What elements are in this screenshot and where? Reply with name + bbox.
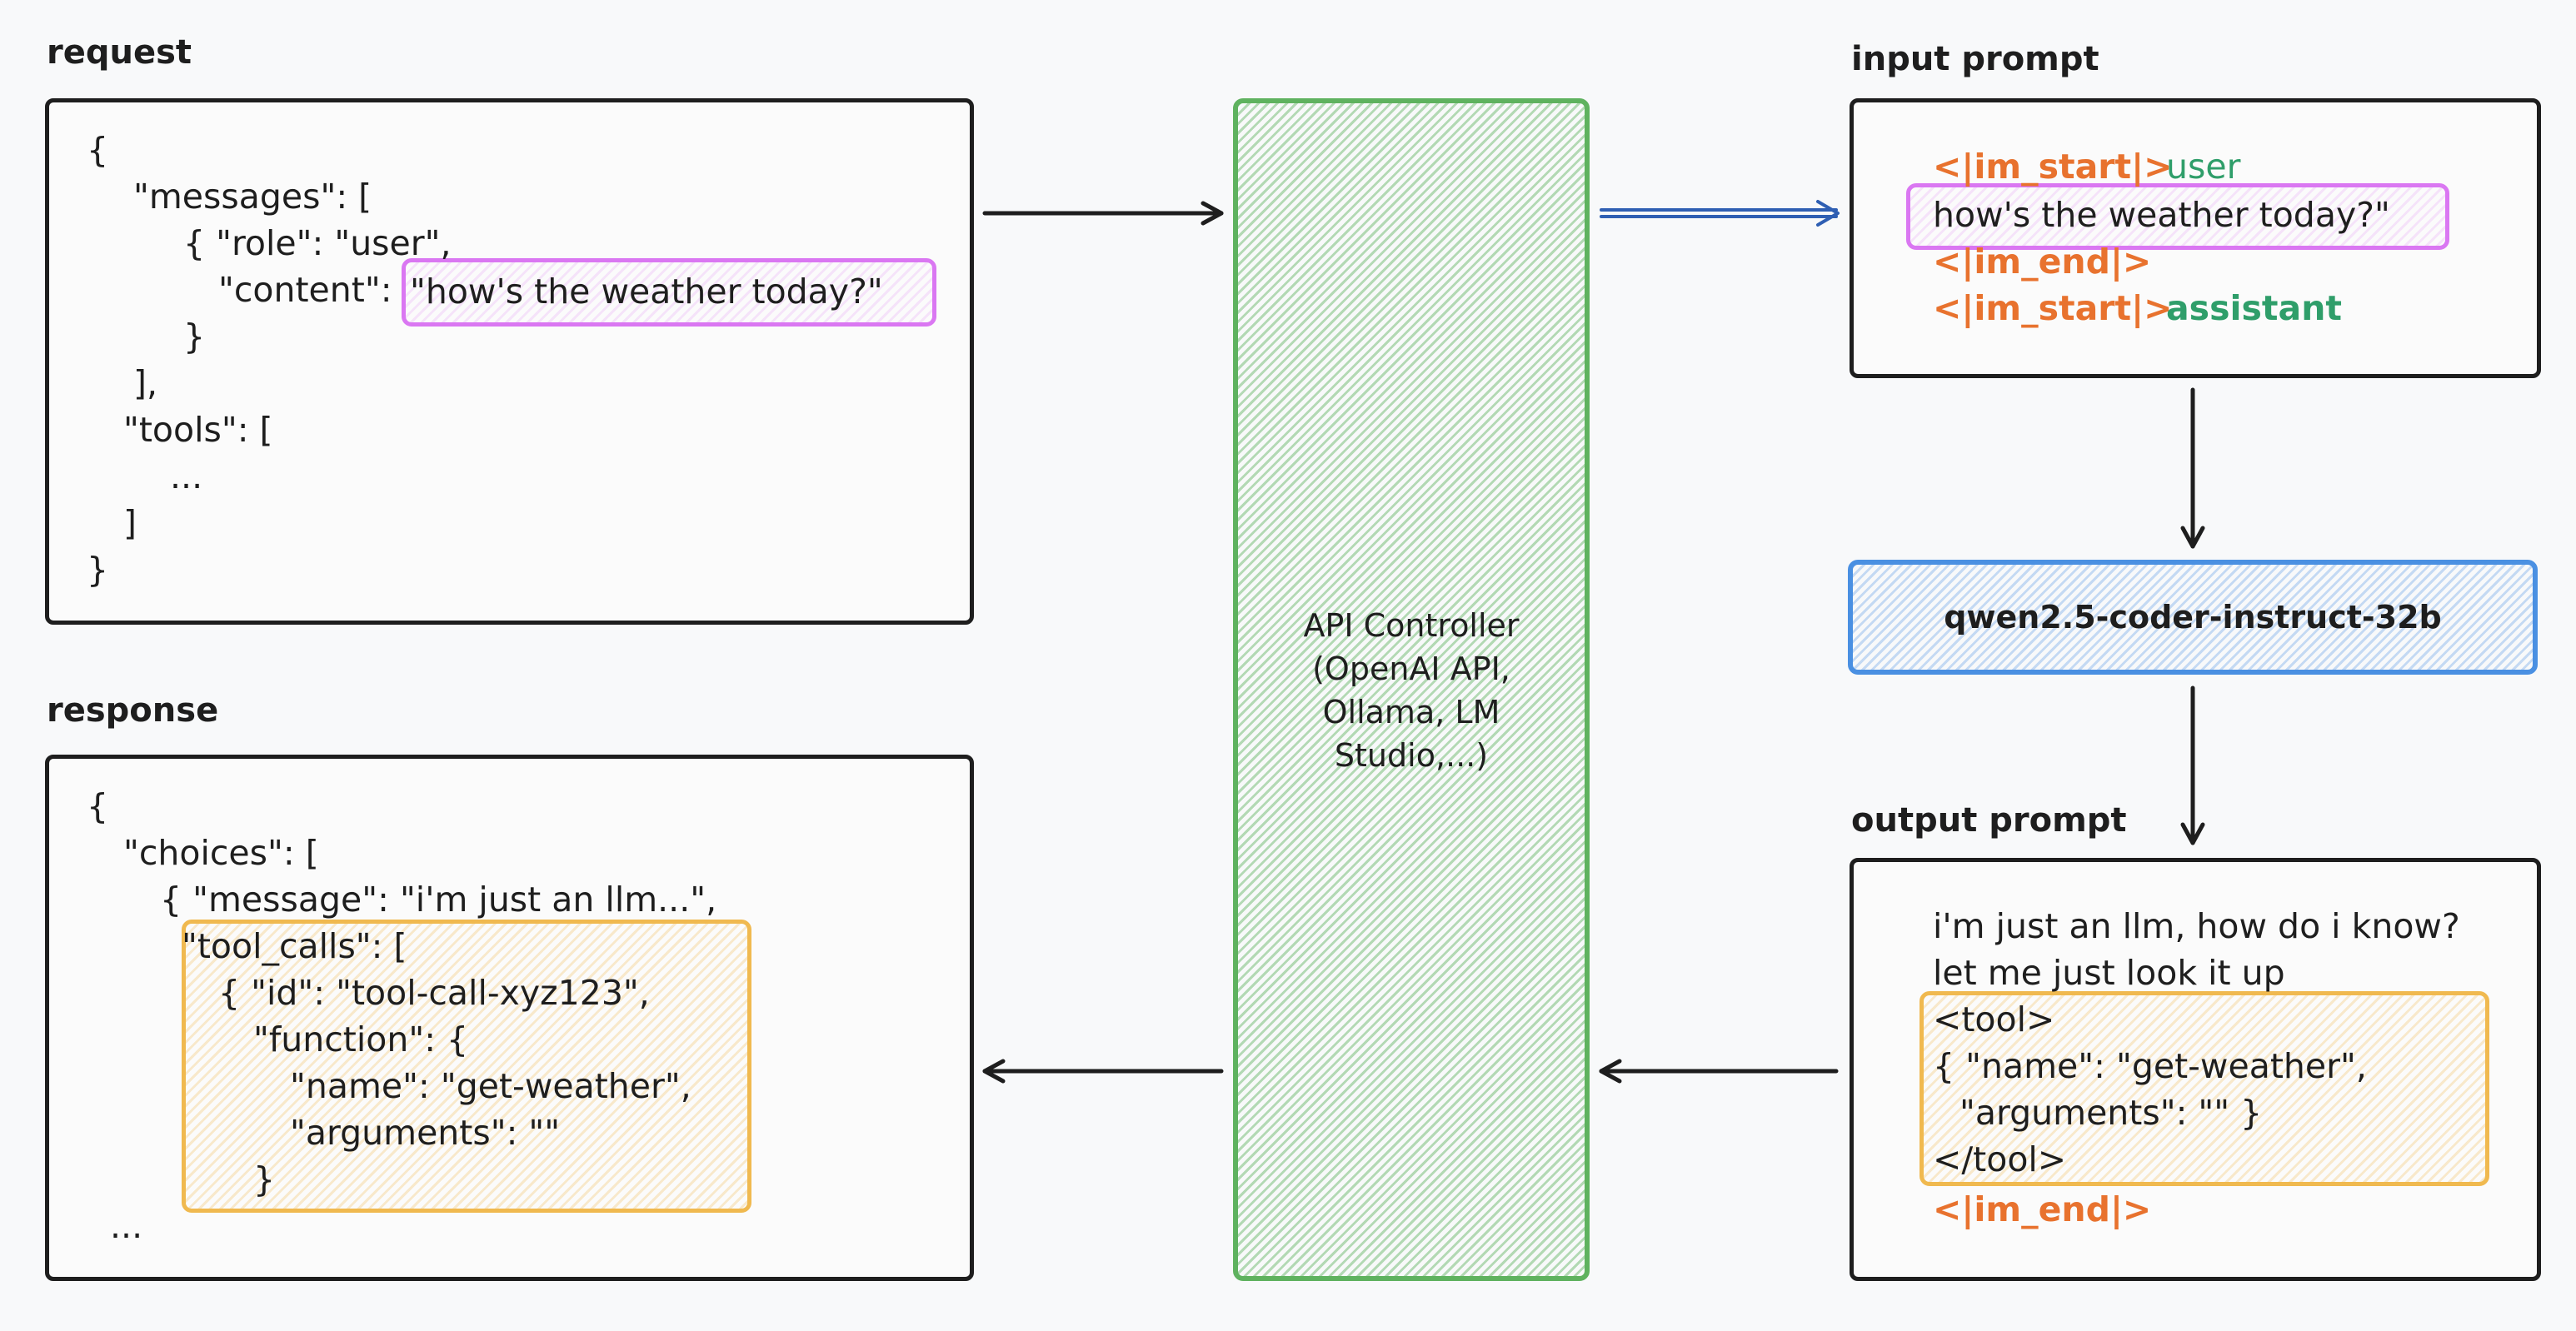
api-controller-line: Ollama, LM (1322, 694, 1500, 730)
api-controller-label: API Controller (OpenAI API, Ollama, LM S… (1233, 604, 1590, 777)
response-line: { "message": "i'm just an llm...", (160, 880, 717, 920)
input-prompt-label: input prompt (1851, 40, 2099, 78)
request-box (45, 98, 974, 625)
user-role-token: user (2166, 147, 2241, 187)
input-prompt-box (1850, 98, 2541, 378)
input-question-highlight (1906, 183, 2449, 250)
request-line: } (87, 550, 109, 590)
tool-call-highlight (1920, 991, 2489, 1186)
im-end-token: <|im_end|> (1933, 1189, 2152, 1229)
response-line: { "id": "tool-call-xyz123", (218, 973, 650, 1013)
tool-calls-highlight (182, 920, 751, 1213)
arrow-model-to-output (2180, 685, 2205, 845)
arrow-output-to-controller (1599, 1059, 1839, 1084)
api-controller-line: Studio,...) (1334, 737, 1489, 774)
tool-close-tag: </tool> (1933, 1139, 2067, 1179)
api-controller-line: (OpenAI API, (1312, 651, 1510, 687)
response-line: "arguments": "" (290, 1113, 561, 1153)
api-controller-line: API Controller (1303, 607, 1520, 644)
arrow-request-to-controller (982, 201, 1224, 226)
output-prompt-label: output prompt (1851, 801, 2127, 840)
request-line: ], (133, 363, 158, 403)
im-end-token: <|im_end|> (1933, 242, 2152, 282)
response-line: "name": "get-weather", (290, 1066, 691, 1106)
request-line: "messages": [ (133, 177, 372, 217)
api-controller (1233, 98, 1590, 1281)
model-name: qwen2.5-coder-instruct-32b (1944, 599, 2442, 636)
request-line: ... (170, 456, 203, 496)
output-text-line: let me just look it up (1933, 953, 2285, 993)
response-line: "function": { (253, 1019, 469, 1059)
arrow-input-to-model (2180, 387, 2205, 549)
tool-open-tag: <tool> (1933, 999, 2055, 1039)
im-start-token: <|im_start|> (1933, 288, 2173, 328)
response-line: { (87, 786, 109, 826)
request-line: } (183, 317, 206, 356)
request-line: "tools": [ (123, 410, 273, 450)
arrow-controller-to-input (1600, 200, 1840, 227)
response-line: } (253, 1159, 276, 1199)
request-content-value: "how's the weather today?" (410, 272, 883, 312)
model-box: qwen2.5-coder-instruct-32b (1848, 560, 2538, 675)
arrow-controller-to-response (982, 1059, 1224, 1084)
request-line: { "role": "user", (183, 223, 452, 263)
im-start-token: <|im_start|> (1933, 147, 2173, 187)
request-content-highlight (402, 258, 936, 327)
tool-json-line: "arguments": "" } (1959, 1093, 2263, 1133)
output-prompt-box (1850, 858, 2541, 1281)
output-text-line: i'm just an llm, how do i know? (1933, 906, 2460, 946)
assistant-role-token: assistant (2166, 288, 2342, 328)
response-line: "tool_calls": [ (182, 926, 407, 966)
response-box (45, 755, 974, 1281)
request-line: { (87, 130, 109, 170)
request-line: "content": (218, 270, 392, 310)
request-label: request (47, 33, 192, 72)
tool-json-line: { "name": "get-weather", (1933, 1046, 2367, 1086)
response-line: ... (110, 1206, 143, 1246)
response-line: "choices": [ (123, 833, 319, 873)
request-line: ] (123, 503, 137, 543)
input-question: how's the weather today?" (1933, 195, 2390, 235)
response-label: response (47, 691, 219, 730)
